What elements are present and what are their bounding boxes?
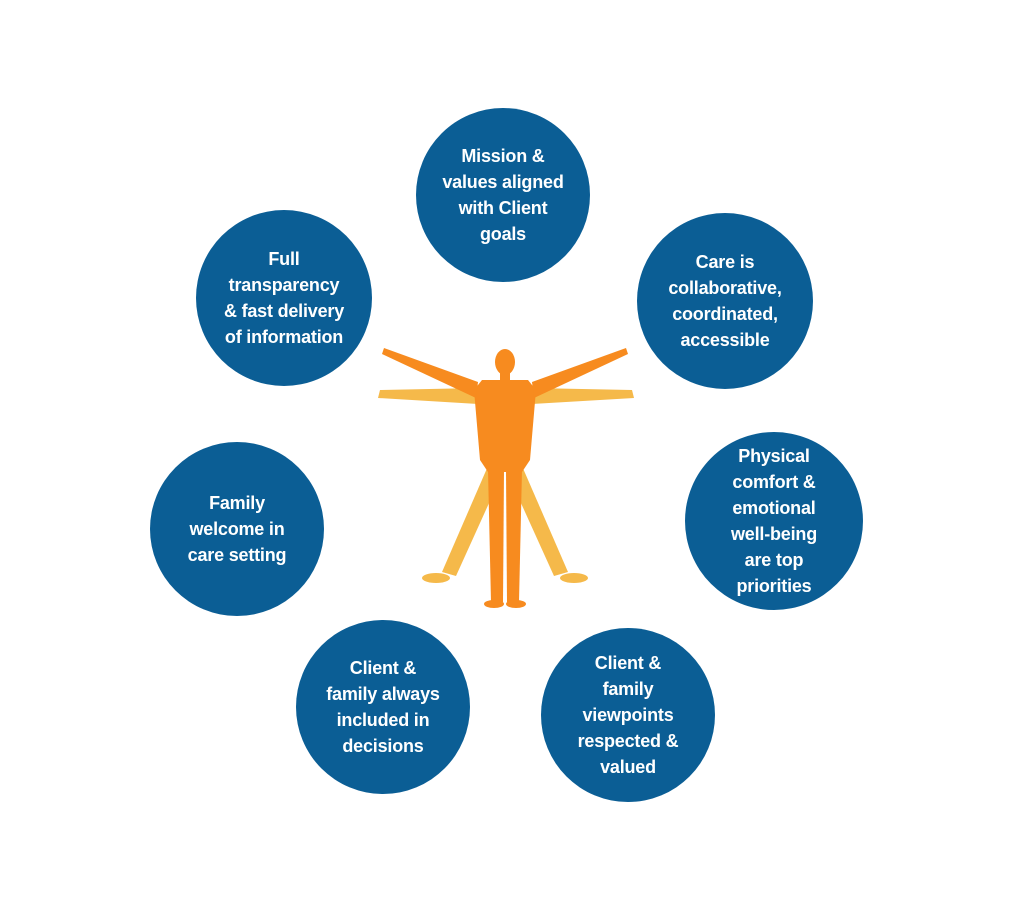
bubble-care-collaborative: Care is collaborative, coordinated, acce… bbox=[637, 213, 813, 389]
bubble-physical-comfort-label: Physical comfort & emotional well-being … bbox=[730, 446, 817, 596]
bubble-full-transparency-label: Full transparency & fast delivery of inf… bbox=[223, 249, 345, 347]
vitruvian-figure-back-icon bbox=[378, 388, 634, 583]
bubble-family-viewpoints-label: Client & family viewpoints respected & v… bbox=[577, 653, 679, 777]
bubble-mission-values: Mission & values aligned with Client goa… bbox=[416, 108, 590, 282]
bubble-physical-comfort: Physical comfort & emotional well-being … bbox=[685, 432, 863, 610]
vitruvian-figure-front-icon bbox=[382, 348, 628, 608]
bubble-care-collaborative-label: Care is collaborative, coordinated, acce… bbox=[668, 252, 782, 350]
bubble-family-welcome-label: Family welcome in care setting bbox=[187, 493, 287, 565]
bubble-mission-values-label: Mission & values aligned with Client goa… bbox=[442, 146, 564, 244]
vitruvian-figure-svg bbox=[378, 348, 634, 608]
bubble-included-decisions: Client & family always included in decis… bbox=[296, 620, 470, 794]
bubble-full-transparency: Full transparency & fast delivery of inf… bbox=[196, 210, 372, 386]
vitruvian-figure-icon bbox=[370, 340, 640, 610]
bubble-included-decisions-label: Client & family always included in decis… bbox=[326, 658, 440, 756]
bubble-family-welcome: Family welcome in care setting bbox=[150, 442, 324, 616]
bubble-family-viewpoints: Client & family viewpoints respected & v… bbox=[541, 628, 715, 802]
